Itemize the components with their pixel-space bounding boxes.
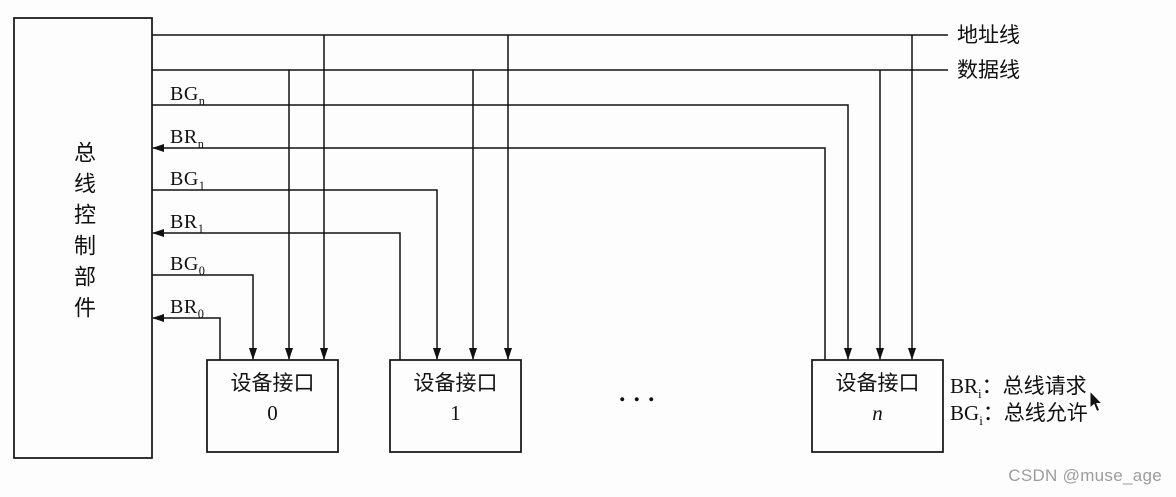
devices-ellipsis: ... xyxy=(618,372,662,409)
device-0-box xyxy=(206,359,339,453)
data-bus-label: 数据线 xyxy=(957,58,1020,82)
br-1-base: BR xyxy=(170,211,198,233)
br-0-line xyxy=(152,314,221,360)
bg-0-label: BG0 xyxy=(170,252,206,278)
bg-n-line xyxy=(152,104,852,360)
legend-bg-base: BG xyxy=(950,401,980,425)
mouse-cursor-icon xyxy=(1089,391,1104,413)
legend-br-base: BR xyxy=(950,374,979,398)
device-1-id: 1 xyxy=(450,401,461,425)
device-0-label: 设备接口 xyxy=(230,371,315,395)
bg-1-label: BG1 xyxy=(170,167,206,193)
bg-n-label: BGn xyxy=(170,82,206,108)
legend-br-text: ：总线请求 xyxy=(981,374,1087,398)
device-0-id: 0 xyxy=(267,401,278,425)
device-n-label: 设备接口 xyxy=(835,371,920,395)
br-n-label: BRn xyxy=(170,125,205,151)
br-1-label: BR1 xyxy=(170,210,205,236)
bus-controller-label: 总线控制部件 xyxy=(71,141,96,327)
legend-bg: BGi：总线允许 xyxy=(950,401,1088,429)
br-1-line xyxy=(152,229,401,360)
address-bus-label: 地址线 xyxy=(957,23,1020,47)
legend-br: BRi：总线请求 xyxy=(950,374,1087,402)
device-n-id: n xyxy=(872,401,883,425)
watermark: CSDN @muse_age xyxy=(1008,466,1162,485)
br-0-base: BR xyxy=(170,296,198,318)
br-1-sub: 1 xyxy=(197,222,205,236)
device-1-label: 设备接口 xyxy=(413,371,498,395)
legend-bg-sub: i xyxy=(979,413,983,429)
legend-bg-text: ：总线允许 xyxy=(982,401,1088,425)
br-n-line xyxy=(152,144,826,360)
bus-controller-box xyxy=(13,17,153,459)
bg-1-line xyxy=(152,189,441,360)
bg-0-line xyxy=(152,274,257,360)
br-0-sub: 0 xyxy=(197,307,205,321)
br-0-label: BR0 xyxy=(170,295,205,321)
br-n-sub: n xyxy=(197,137,205,151)
legend-br-sub: i xyxy=(978,386,982,402)
bg-0-sub: 0 xyxy=(198,264,206,278)
bg-n-base: BG xyxy=(170,83,199,105)
bg-0-base: BG xyxy=(170,253,199,275)
bg-1-sub: 1 xyxy=(198,179,206,193)
br-n-base: BR xyxy=(170,126,198,148)
bg-n-sub: n xyxy=(198,94,206,108)
device-n-box xyxy=(811,359,944,453)
bg-1-base: BG xyxy=(170,168,199,190)
device-1-box xyxy=(389,359,522,453)
